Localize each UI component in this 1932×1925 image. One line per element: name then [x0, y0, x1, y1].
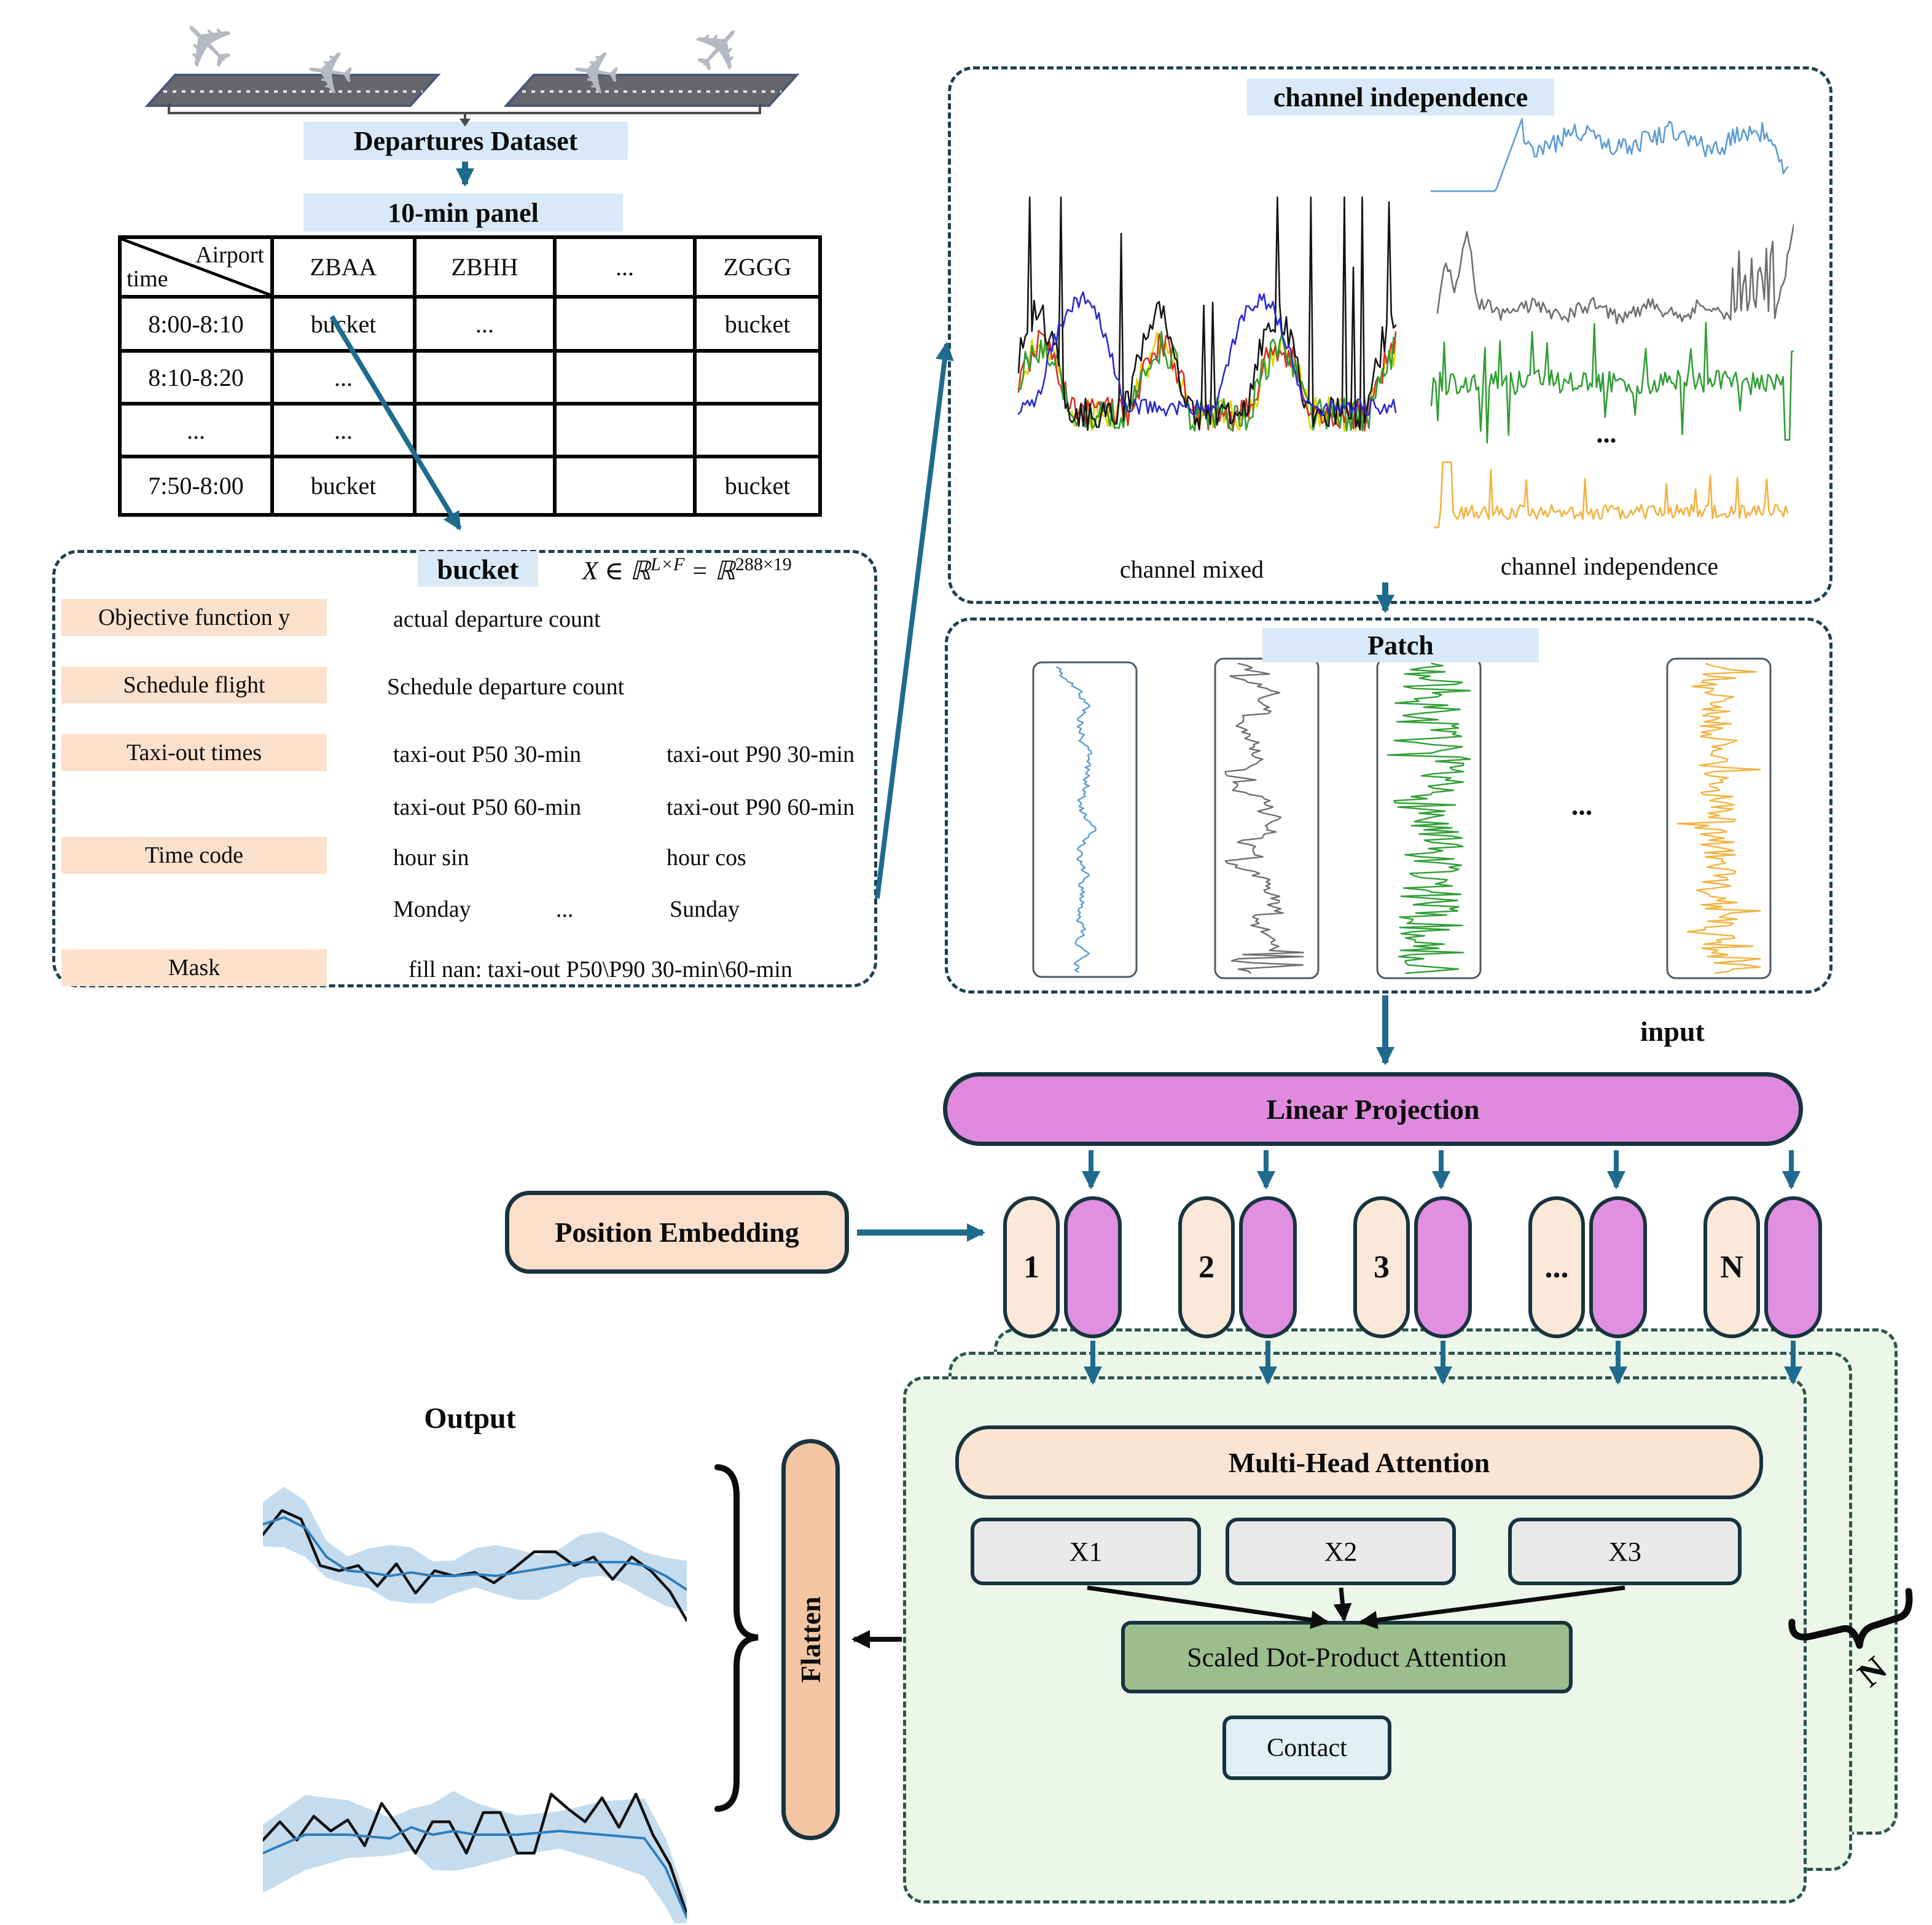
corner-time-label: time [127, 266, 168, 292]
bucket-formula: X ∈ ℝL×F = ℝ288×19 [582, 554, 792, 586]
feature-value-taxi-p50-60: taxi-out P50 60-min [393, 794, 582, 820]
table-cell: ... [272, 404, 415, 457]
table-row-time: 8:00-8:10 [120, 297, 272, 351]
corner-diagonal-line [122, 239, 270, 295]
token-3-embedding-pill [1414, 1196, 1472, 1338]
ten-min-panel-box: 10-min panel [303, 194, 623, 232]
token-ellipsis-embedding-pill [1589, 1196, 1647, 1338]
table-cell [415, 351, 555, 404]
scaled-dot-product-attention-box: Scaled Dot-Product Attention [1121, 1621, 1573, 1693]
token-2-embedding-pill [1239, 1196, 1297, 1338]
output-forecast-chart-2 [263, 1790, 687, 1923]
airport-time-table: Airport time ZBAA ZBHH ... ZGGG 8:00-8:1… [118, 235, 822, 517]
channel-independence-panel [948, 66, 1832, 604]
feature-label-objective: Objective function y [61, 599, 327, 636]
table-row-time: ... [120, 404, 272, 457]
formula-lead: X ∈ ℝ [582, 557, 651, 586]
multi-head-attention-bar: Multi-Head Attention [955, 1425, 1763, 1499]
table-col-header: ... [555, 237, 695, 297]
plane-climbing-right-icon: ✈ [675, 5, 765, 94]
token-n-embedding-pill [1764, 1196, 1822, 1338]
arrow-bucket-to-channel [875, 342, 954, 899]
feature-value-mask: fill nan: taxi-out P50\P90 30-min\60-min [409, 957, 792, 982]
flatten-label: Flatten [795, 1596, 827, 1683]
head-x3-box: X3 [1508, 1518, 1742, 1585]
patch-panel [945, 617, 1832, 994]
feature-value-hour-cos: hour cos [667, 845, 746, 871]
token-2-position-pill: 2 [1178, 1196, 1235, 1338]
formula-exponent-1: L×F [651, 554, 685, 574]
bucket-title: bucket [418, 551, 538, 587]
formula-exponent-2: 288×19 [735, 554, 792, 574]
table-cell: ... [272, 351, 415, 404]
token-1-position-pill: 1 [1003, 1196, 1060, 1338]
feature-value-hour-sin: hour sin [393, 845, 469, 871]
head-x1-box: X1 [971, 1518, 1201, 1585]
output-title: Output [424, 1402, 516, 1435]
table-col-header: ZBAA [272, 237, 415, 297]
departures-dataset-label: Departures Dataset [353, 125, 578, 156]
table-cell: bucket [695, 457, 820, 515]
table-cell: bucket [272, 297, 415, 351]
table-cell [555, 404, 695, 457]
corner-airport-label: Airport [195, 242, 264, 268]
feature-label-taxi-out: Taxi-out times [61, 734, 327, 771]
feature-value-taxi-p90-60: taxi-out P90 60-min [667, 794, 855, 820]
table-cell [695, 351, 820, 404]
contact-box: Contact [1222, 1715, 1391, 1780]
output-forecast-chart-1 [263, 1486, 687, 1622]
flatten-bar: Flatten [781, 1439, 840, 1840]
feature-value-monday: Monday [393, 896, 471, 922]
token-ellipsis-position-pill: ... [1528, 1196, 1585, 1338]
feature-value-sunday: Sunday [670, 896, 740, 922]
runway-brace [168, 103, 761, 114]
feature-value-schedule: Schedule departure count [387, 674, 625, 700]
runway-right [503, 74, 800, 107]
table-col-header: ZBHH [415, 237, 555, 297]
table-col-header: ZGGG [695, 237, 820, 297]
table-cell [415, 457, 555, 515]
table-corner-cell: Airport time [120, 237, 272, 297]
table-cell: ... [415, 297, 555, 351]
plane-on-runway-right-icon: ✈ [567, 37, 625, 110]
feature-value-objective: actual departure count [393, 606, 601, 632]
input-label: input [1640, 1016, 1705, 1047]
table-cell [695, 404, 820, 457]
token-3-position-pill: 3 [1353, 1196, 1410, 1338]
table-cell [555, 297, 695, 351]
feature-label-schedule: Schedule flight [61, 667, 327, 704]
plane-climbing-left-icon: ✈ [158, 0, 253, 93]
feature-value-weekday-dots: ... [556, 896, 574, 922]
feature-value-taxi-p90-30: taxi-out P90 30-min [667, 742, 855, 767]
plane-on-runway-left-icon: ✈ [301, 37, 359, 110]
ten-min-panel-label: 10-min panel [388, 197, 539, 228]
linear-projection-bar: Linear Projection [943, 1072, 1803, 1146]
table-row-time: 8:10-8:20 [120, 351, 272, 404]
output-group-brace [714, 1464, 759, 1812]
channel-independence-title: channel independence [1247, 79, 1554, 116]
feature-label-mask: Mask [61, 949, 327, 986]
table-cell: bucket [695, 297, 820, 351]
feature-value-taxi-p50-30: taxi-out P50 30-min [393, 742, 582, 767]
head-x2-box: X2 [1226, 1518, 1456, 1585]
table-cell [555, 351, 695, 404]
channel-independent-label: channel independence [1500, 552, 1719, 580]
table-cell [555, 457, 695, 515]
formula-mid: = ℝ [684, 557, 735, 586]
patch-dots: ... [1571, 789, 1593, 821]
table-row-time: 7:50-8:00 [120, 457, 272, 515]
token-n-position-pill: N [1703, 1196, 1760, 1338]
table-cell: bucket [272, 457, 415, 515]
channel-dots: ... [1596, 418, 1617, 449]
table-cell [415, 404, 555, 457]
position-embedding-box: Position Embedding [505, 1191, 849, 1274]
channel-mixed-label: channel mixed [1119, 555, 1264, 583]
token-1-embedding-pill [1064, 1196, 1122, 1338]
patch-title: Patch [1262, 628, 1539, 662]
departures-dataset-box: Departures Dataset [303, 122, 628, 160]
feature-label-time-code: Time code [61, 837, 327, 874]
